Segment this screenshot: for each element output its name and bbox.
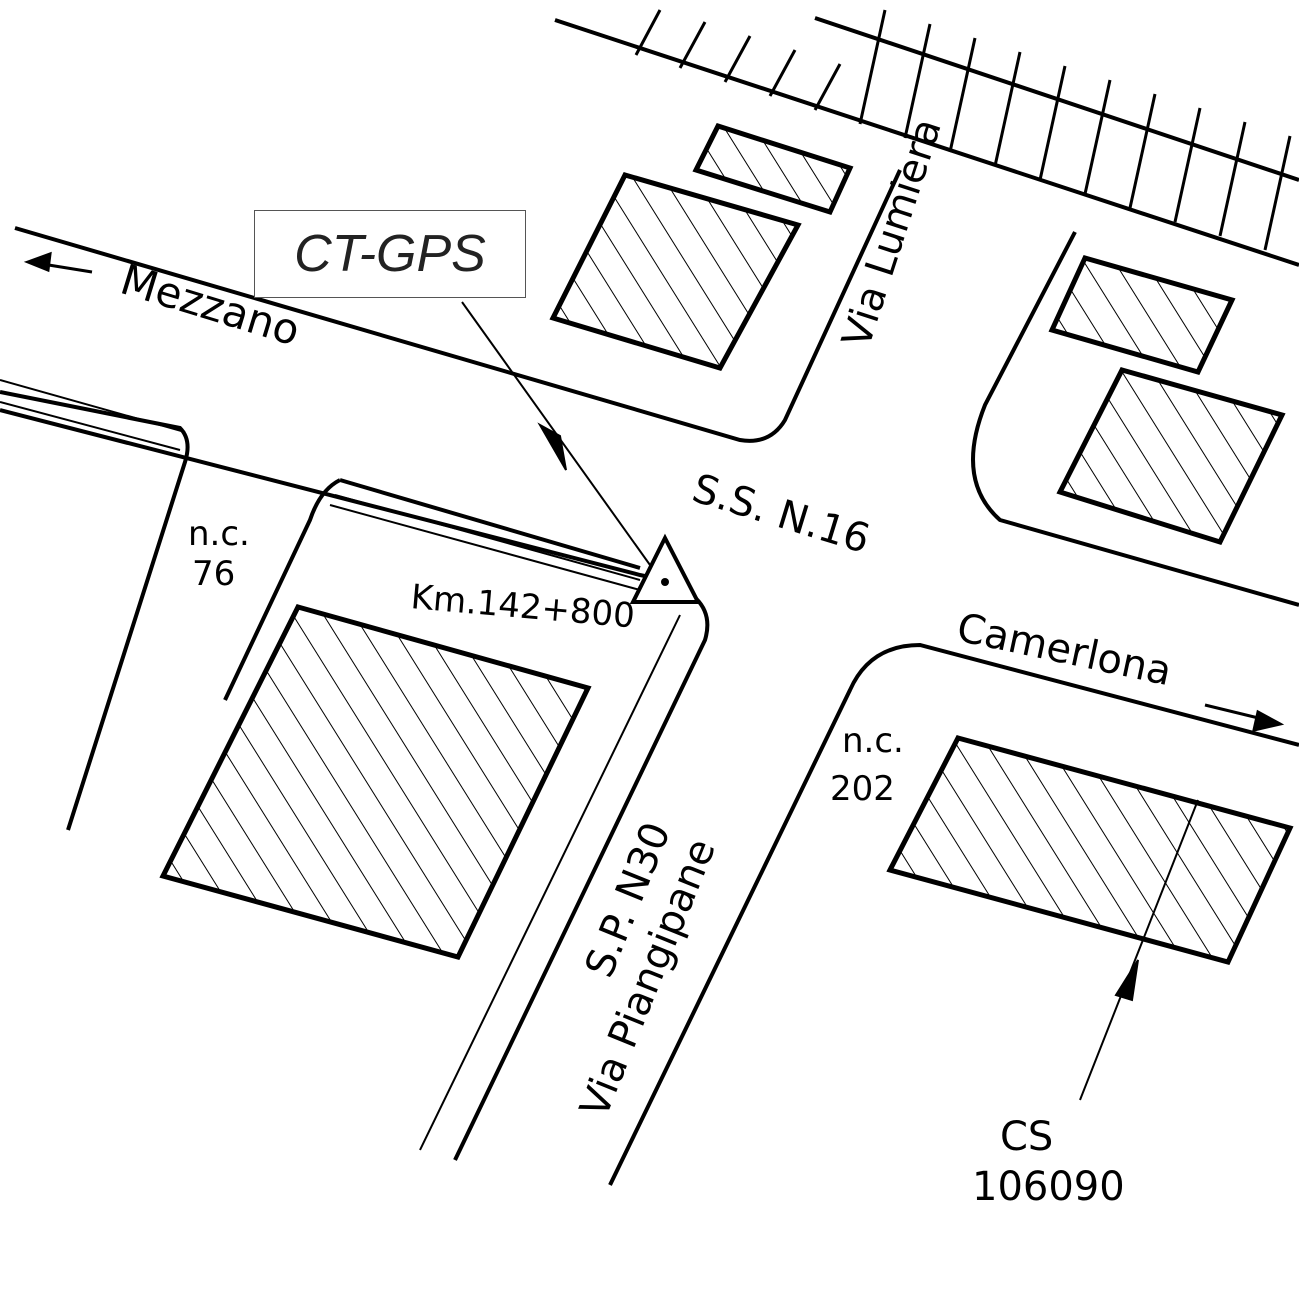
label-kilometer: Km.142+800 xyxy=(409,577,636,636)
label-house-west-1: n.c. xyxy=(188,514,250,554)
station-label-box: CT-GPS xyxy=(254,210,526,298)
railway xyxy=(554,9,1299,267)
label-main-road: S.S. N.16 xyxy=(687,466,875,563)
building-south-west xyxy=(159,604,592,960)
label-street-north: Via Lumiera xyxy=(834,113,951,353)
buildings xyxy=(159,122,1294,965)
station-triangle-icon xyxy=(629,533,702,604)
leader-line xyxy=(461,301,651,566)
label-house-east-2: 202 xyxy=(830,769,895,809)
station-label: CT-GPS xyxy=(294,225,486,283)
label-house-east-1: n.c. xyxy=(842,721,904,761)
building-north-small xyxy=(692,122,854,216)
road-edge-lines xyxy=(0,379,681,1151)
label-reference-2: 106090 xyxy=(972,1164,1125,1210)
building-east-large xyxy=(1056,367,1286,546)
direction-arrows xyxy=(23,251,1285,732)
building-south-east xyxy=(886,735,1294,965)
building-north-large xyxy=(549,172,802,371)
building-east-small xyxy=(1048,255,1236,375)
label-house-west-2: 76 xyxy=(192,554,235,594)
label-reference-1: CS xyxy=(1000,1114,1053,1160)
cs-leader-line xyxy=(1079,799,1199,1101)
